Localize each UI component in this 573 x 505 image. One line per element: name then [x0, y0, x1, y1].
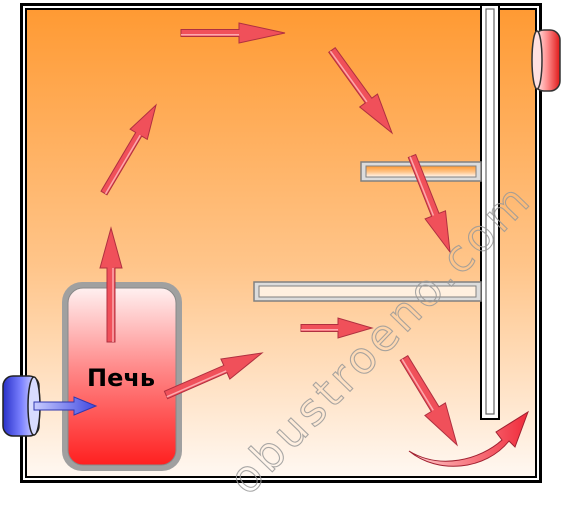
- curved-outflow-arrow: [408, 410, 529, 467]
- room-walls: [20, 3, 542, 483]
- hot-air-arrow-from-stove-highlight: [166, 370, 227, 398]
- stove: Печь: [62, 282, 182, 471]
- cold-air-arrow: [33, 396, 98, 416]
- hot-air-arrow-floor-highlight: [401, 358, 434, 411]
- hot-air-arrow-descend-1-highlight: [329, 50, 368, 103]
- hot-air-arrows: [99, 22, 458, 447]
- hot-air-arrow-ceiling: [180, 22, 286, 44]
- stove-body: [67, 287, 177, 466]
- hot-air-arrow-descend-2-highlight: [409, 156, 435, 216]
- hot-air-arrow-rising-highlight: [104, 134, 141, 195]
- hot-air-arrow-stove-up: [99, 226, 123, 343]
- hot-air-arrow-under-shelf: [300, 317, 374, 339]
- lower-shelf: [253, 281, 482, 302]
- partition-inner: [485, 8, 495, 415]
- hot-air-arrow-descend-1: [328, 47, 394, 135]
- stove-label: Печь: [87, 364, 155, 392]
- hot-air-vent-icon: [531, 29, 561, 92]
- hot-air-arrow-rising: [100, 103, 157, 196]
